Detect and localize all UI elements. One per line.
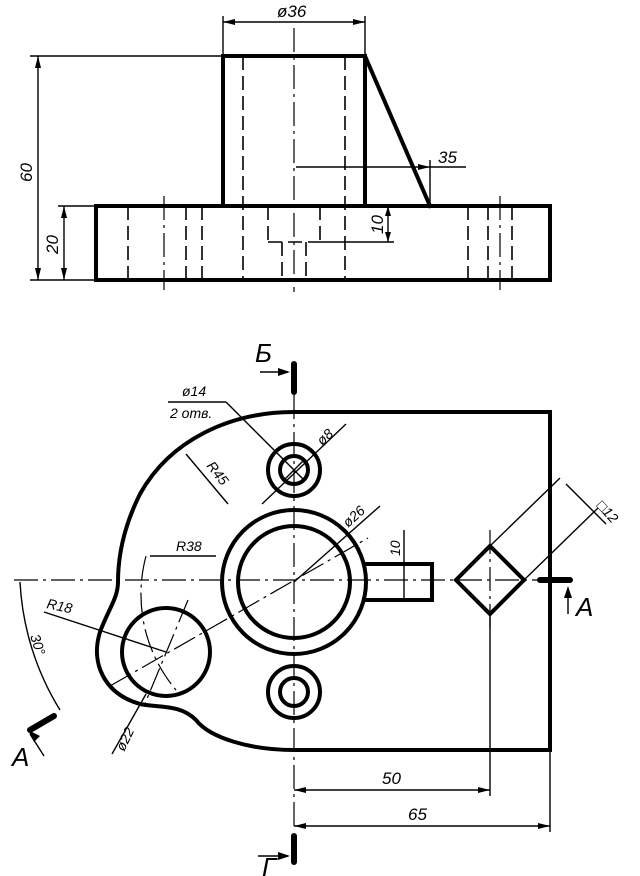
dim-label-r38: R38 — [176, 538, 202, 554]
left-boss-hole — [120, 606, 212, 698]
section-label-a-left: A — [10, 742, 29, 772]
dim-label-20: 20 — [43, 235, 62, 255]
top-view: A A Б Г ø14 2 отв. ø8 R45 ø26 R38 — [10, 338, 622, 876]
dim-label-d14: ø14 — [182, 383, 206, 399]
rib-slope — [362, 53, 433, 209]
section-a-left-stroke — [27, 713, 57, 733]
dim-label-60: 60 — [17, 163, 36, 182]
front-view: ø36 60 20 35 10 — [17, 2, 552, 292]
dim-arrow — [35, 268, 41, 280]
dim-line-d8 — [261, 423, 347, 505]
dim-line-d22 — [111, 693, 147, 755]
dim-label-d26: ø26 — [339, 502, 368, 530]
dim-ext-sq-1 — [523, 507, 599, 581]
dim-label-50: 50 — [382, 769, 401, 788]
dim-label-d8: ø8 — [313, 425, 336, 448]
dim-arrow — [418, 164, 430, 170]
dim-arrow — [538, 823, 550, 829]
section-label-a-right: A — [574, 592, 593, 622]
dim-label-d22: ø22 — [112, 724, 137, 753]
dim-label-d36: ø36 — [277, 2, 307, 21]
dim-arrow — [478, 787, 490, 793]
dim-label-sq12: □12 — [594, 497, 622, 526]
dim-arrow — [294, 787, 306, 793]
dim-line-r18 — [43, 611, 167, 653]
left-hole-vertical-axis — [143, 599, 189, 707]
dim-label-35: 35 — [438, 148, 457, 167]
dim-arrow — [35, 56, 41, 68]
section-arrow — [564, 586, 572, 598]
dim-arrow — [61, 206, 67, 218]
angle-arc-30 — [19, 581, 61, 711]
dim-arrow — [353, 19, 365, 25]
inclined-axis — [109, 537, 369, 687]
dim-label-r45: R45 — [204, 458, 233, 488]
section-arrow — [28, 730, 40, 742]
top-outline — [94, 410, 552, 752]
leader-d14 — [225, 401, 285, 461]
dim-label-65: 65 — [408, 805, 427, 824]
dim-label-slot: 10 — [387, 540, 403, 556]
slot — [364, 562, 434, 602]
dim-arrow — [294, 823, 306, 829]
dim-label-r18: R18 — [45, 595, 74, 616]
dim-line-r45 — [185, 453, 229, 505]
dim-arrow — [385, 206, 391, 216]
dim-line-d26 — [293, 505, 381, 583]
dim-label-10: 10 — [368, 215, 387, 234]
dim-label-30: 30° — [27, 632, 49, 657]
section-label-b-bottom: Г — [262, 852, 278, 876]
dim-arrow — [385, 232, 391, 242]
section-arrow — [278, 852, 290, 860]
dim-line-sq — [565, 483, 607, 525]
dim-label-2-holes: 2 отв. — [169, 405, 212, 421]
dim-arrow — [223, 19, 235, 25]
section-arrow — [278, 368, 290, 376]
dim-arrow — [61, 268, 67, 280]
section-label-b-top: Б — [255, 338, 272, 368]
r38-arc — [140, 555, 177, 691]
dim-ext-sq-2 — [489, 477, 561, 547]
